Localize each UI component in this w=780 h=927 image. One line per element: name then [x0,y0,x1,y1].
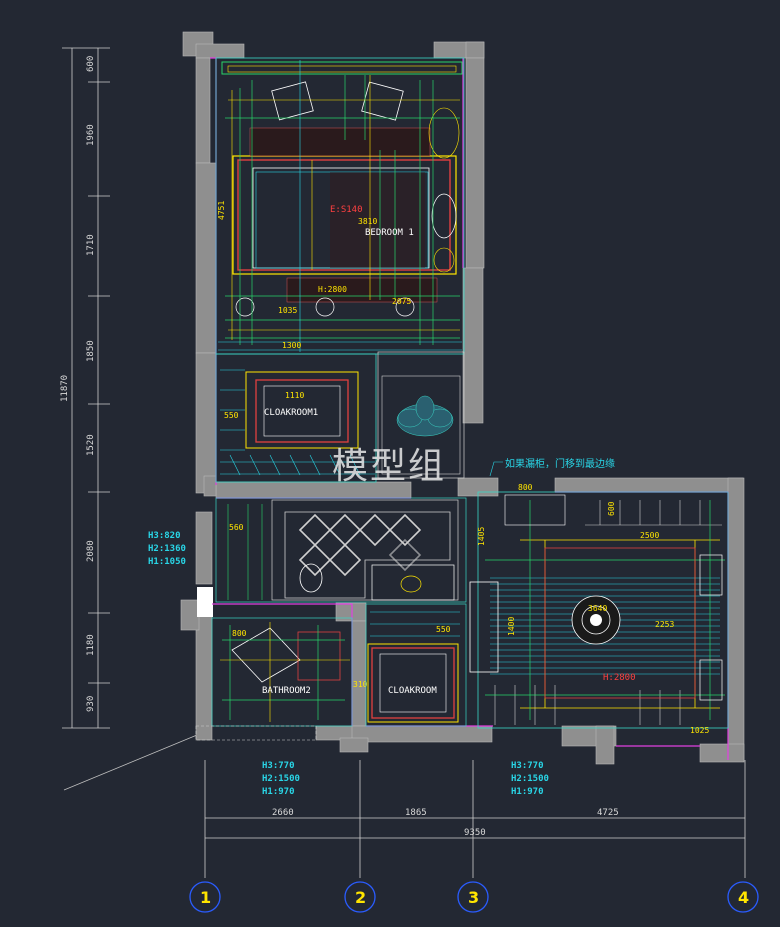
bottom-dim-1: 1865 [405,808,427,818]
leader-line [63,734,198,791]
corridor [377,351,465,479]
left-dim-1: 1960 [86,124,96,146]
left-dim-4: 1520 [86,434,96,456]
mid-tag-h2: H2:1500 [262,774,300,784]
watermark: 模型组 [332,446,446,487]
bottom-total-dim: 9350 [464,828,486,838]
bathroom-w-800: 800 [232,629,247,638]
bedroom-w-3810: 3810 [358,217,377,226]
mid-tag-h1: H1:970 [262,787,295,797]
cloakroom1-w-550: 550 [224,411,239,420]
bottom-dim-2: 4725 [597,808,619,818]
bedroom-w-4751: 4751 [217,201,226,220]
left-total-dim: 11870 [60,375,70,402]
walls [180,31,745,765]
left-dim-5: 2080 [86,540,96,562]
left-dim-7: 930 [86,696,96,712]
right-w-3640: 3640 [588,604,607,613]
bedroom-w-2075: 2075 [392,297,411,306]
height-tags-left: H3:820 H2:1360 H1:1050 [148,531,186,567]
bedroom-1: BEDROOM 1 E:S140 H:2800 3810 2075 1300 1… [215,57,465,355]
bathroom-w-310: 310 [353,680,368,689]
right-w-1025: 1025 [690,726,709,735]
left-dimension-chain [62,47,110,729]
left-dim-2: 1710 [86,234,96,256]
right-w-2500: 2500 [640,531,659,540]
right-w-2253: 2253 [655,620,674,629]
grid-label-4: 4 [738,888,749,907]
right-w-1400: 1400 [507,617,516,636]
right-w-1405: 1405 [477,527,486,546]
bathroom-2: BATHROOM2 800 310 [211,617,368,727]
cloakroom2-label: CLOAKROOM [388,686,437,696]
left-tag-h3: H3:820 [148,531,181,541]
bath-w-560: 560 [229,523,244,532]
bedroom-h-label: H:2800 [318,285,347,294]
bedroom-label: BEDROOM 1 [365,228,414,238]
right-w-800: 800 [518,483,533,492]
bottom-dimension-chain [204,760,746,878]
left-dim-3: 1850 [86,340,96,362]
note-text: 如果漏柜，门移到最边缘 [505,457,615,470]
bathroom-label: BATHROOM2 [262,686,311,696]
bedroom-w-1300: 1300 [282,341,301,350]
cloakroom1-w-1110: 1110 [285,391,304,400]
grid-label-2: 2 [355,888,366,907]
height-tags-mid: H3:770 H2:1500 H1:970 [262,761,300,797]
bottom-dim-0: 2660 [272,808,294,818]
grid-bubbles [189,881,759,913]
left-dim-0: 600 [86,56,96,72]
grid-label-1: 1 [200,888,211,907]
cloakroom2-w-550: 550 [436,625,451,634]
bedroom-w-1035: 1035 [278,306,297,315]
right-room: 2500 3640 2253 800 1025 600 1400 1405 H:… [469,483,729,735]
left-tag-h1: H1:1050 [148,557,186,567]
grid-label-3: 3 [468,888,479,907]
wall-opening [197,587,213,617]
right-h-label: H:2800 [603,673,636,683]
bedroom-e-label: E:S140 [330,205,363,215]
dashed-outline [195,725,317,741]
right-tag-h1: H1:970 [511,787,544,797]
right-tag-h3: H3:770 [511,761,544,771]
right-w-600: 600 [607,501,616,516]
cloakroom-2: CLOAKROOM 550 [365,603,467,727]
left-dimension-text: 600 1960 1710 1850 1520 2080 1180 930 11… [60,56,96,712]
height-tags-right: H3:770 H2:1500 H1:970 [511,761,549,797]
note-leader [489,461,503,477]
left-dim-6: 1180 [86,634,96,656]
bath-vanity-zone: 560 [215,497,467,603]
cloakroom1-label: CLOAKROOM1 [264,408,318,418]
right-tag-h2: H2:1500 [511,774,549,784]
cloakroom-1: CLOAKROOM1 1110 550 [215,353,377,483]
left-tag-h2: H2:1360 [148,544,186,554]
mid-tag-h3: H3:770 [262,761,295,771]
